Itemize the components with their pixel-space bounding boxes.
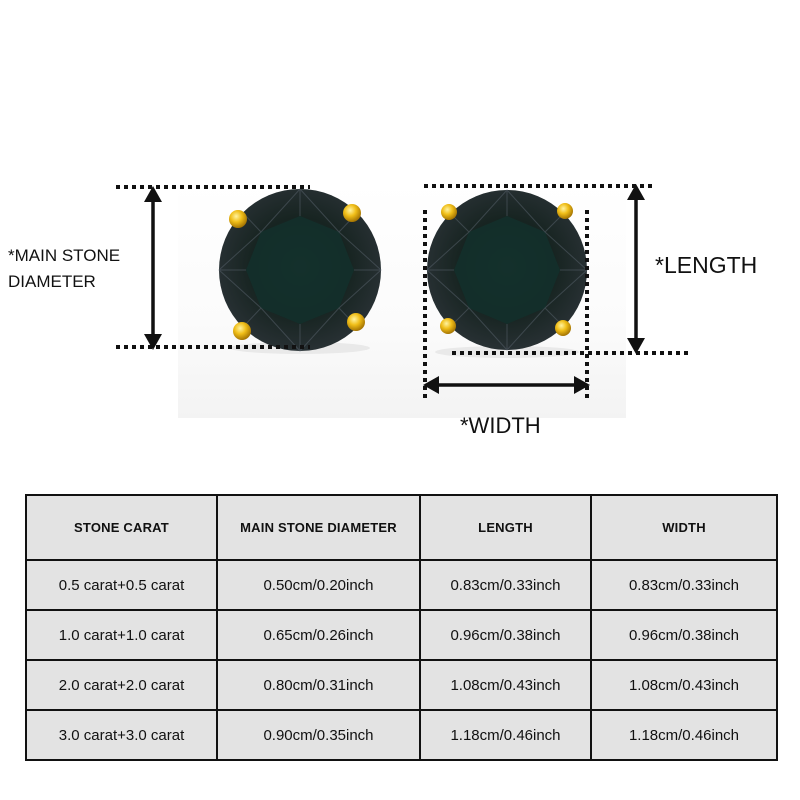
cell-length: 1.08cm/0.43inch (419, 659, 592, 711)
prong-icon (440, 318, 456, 334)
product-figure: *MAIN STONE DIAMETER *LENGTH *WIDTH (8, 180, 758, 438)
cell-main-stone-diameter: 0.90cm/0.35inch (216, 709, 421, 761)
cell-width: 0.83cm/0.33inch (590, 559, 778, 611)
left-earring (218, 188, 382, 354)
main-stone-diameter-label: *MAIN STONE DIAMETER (8, 243, 120, 295)
table-row: 1.0 carat+1.0 carat 0.65cm/0.26inch 0.96… (25, 609, 778, 661)
cell-length: 1.18cm/0.46inch (419, 709, 592, 761)
length-label: *LENGTH (655, 252, 758, 278)
cell-stone-carat: 1.0 carat+1.0 carat (25, 609, 218, 661)
cell-width: 0.96cm/0.38inch (590, 609, 778, 661)
left-stone-table-facet (246, 216, 354, 324)
right-earring (426, 189, 588, 358)
cell-main-stone-diameter: 0.50cm/0.20inch (216, 559, 421, 611)
cell-main-stone-diameter: 0.80cm/0.31inch (216, 659, 421, 711)
cell-width: 1.08cm/0.43inch (590, 659, 778, 711)
table-header-row: STONE CARAT MAIN STONE DIAMETER LENGTH W… (25, 494, 778, 561)
prong-icon (557, 203, 573, 219)
cell-stone-carat: 3.0 carat+3.0 carat (25, 709, 218, 761)
cell-length: 0.96cm/0.38inch (419, 609, 592, 661)
prong-icon (441, 204, 457, 220)
cell-stone-carat: 0.5 carat+0.5 carat (25, 559, 218, 611)
table-row: 0.5 carat+0.5 carat 0.50cm/0.20inch 0.83… (25, 559, 778, 611)
dotted-guides (116, 184, 690, 402)
header-stone-carat: STONE CARAT (25, 494, 218, 561)
width-arrow (423, 376, 590, 394)
table-row: 3.0 carat+3.0 carat 0.90cm/0.35inch 1.18… (25, 709, 778, 761)
dimension-arrows (144, 184, 645, 394)
main-stone-diameter-label-line2: DIAMETER (8, 272, 96, 291)
length-arrow (627, 184, 645, 354)
prong-icon (347, 313, 365, 331)
header-length: LENGTH (419, 494, 592, 561)
width-label: *WIDTH (460, 413, 541, 438)
main-stone-diameter-label-line1: *MAIN STONE (8, 246, 121, 265)
cell-main-stone-diameter: 0.65cm/0.26inch (216, 609, 421, 661)
earrings-illustration (116, 184, 690, 402)
prong-icon (233, 322, 251, 340)
size-spec-table: STONE CARAT MAIN STONE DIAMETER LENGTH W… (25, 494, 778, 761)
cell-stone-carat: 2.0 carat+2.0 carat (25, 659, 218, 711)
table-row: 2.0 carat+2.0 carat 0.80cm/0.31inch 1.08… (25, 659, 778, 711)
right-stone-table-facet (454, 216, 560, 324)
prong-icon (229, 210, 247, 228)
prong-icon (555, 320, 571, 336)
diameter-arrow (144, 186, 162, 350)
cell-length: 0.83cm/0.33inch (419, 559, 592, 611)
cell-width: 1.18cm/0.46inch (590, 709, 778, 761)
header-main-stone-diameter: MAIN STONE DIAMETER (216, 494, 421, 561)
prong-icon (343, 204, 361, 222)
header-width: WIDTH (590, 494, 778, 561)
